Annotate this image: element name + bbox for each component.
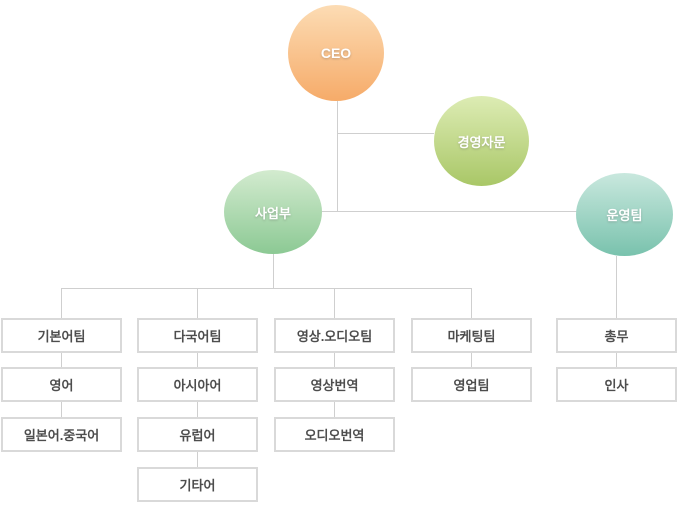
- connector-advisor-horizontal: [337, 133, 434, 134]
- box-european-languages: 유럽어: [137, 417, 258, 452]
- connector-business-vertical: [273, 254, 274, 288]
- connector-line: [197, 402, 198, 417]
- box-sales-team: 영업팀: [411, 367, 532, 402]
- connector-stub-col4: [471, 288, 472, 318]
- connector-ceo-vertical: [337, 101, 338, 211]
- box-japanese-chinese: 일본어.중국어: [1, 417, 122, 452]
- box-video-translation: 영상번역: [274, 367, 395, 402]
- connector-line: [334, 402, 335, 417]
- connector-stub-col3: [334, 288, 335, 318]
- box-multilingual-team: 다국어팀: [137, 318, 258, 353]
- box-asian-languages: 아시아어: [137, 367, 258, 402]
- node-ceo: CEO: [288, 5, 384, 101]
- box-basic-language-team: 기본어팀: [1, 318, 122, 353]
- connector-stub-col2: [197, 288, 198, 318]
- connector-line: [197, 452, 198, 467]
- node-advisory: 경영자문: [434, 96, 529, 186]
- connector-line: [61, 353, 62, 367]
- box-marketing-team: 마케팅팀: [411, 318, 532, 353]
- connector-line: [616, 353, 617, 367]
- box-hr: 인사: [556, 367, 677, 402]
- box-general-affairs: 총무: [556, 318, 677, 353]
- box-video-audio-team: 영상.오디오팀: [274, 318, 395, 353]
- connector-stub-col1: [61, 288, 62, 318]
- connector-business-operations-horizontal: [322, 211, 577, 212]
- connector-line: [334, 353, 335, 367]
- box-other-languages: 기타어: [137, 467, 258, 502]
- connector-line: [471, 353, 472, 367]
- connector-operations-vertical: [616, 256, 617, 318]
- box-english: 영어: [1, 367, 122, 402]
- connector-branch-horizontal: [61, 288, 472, 289]
- node-operations-team: 운영팀: [576, 173, 673, 256]
- box-audio-translation: 오디오번역: [274, 417, 395, 452]
- connector-line: [61, 402, 62, 417]
- node-business-division: 사업부: [224, 170, 322, 254]
- connector-line: [197, 353, 198, 367]
